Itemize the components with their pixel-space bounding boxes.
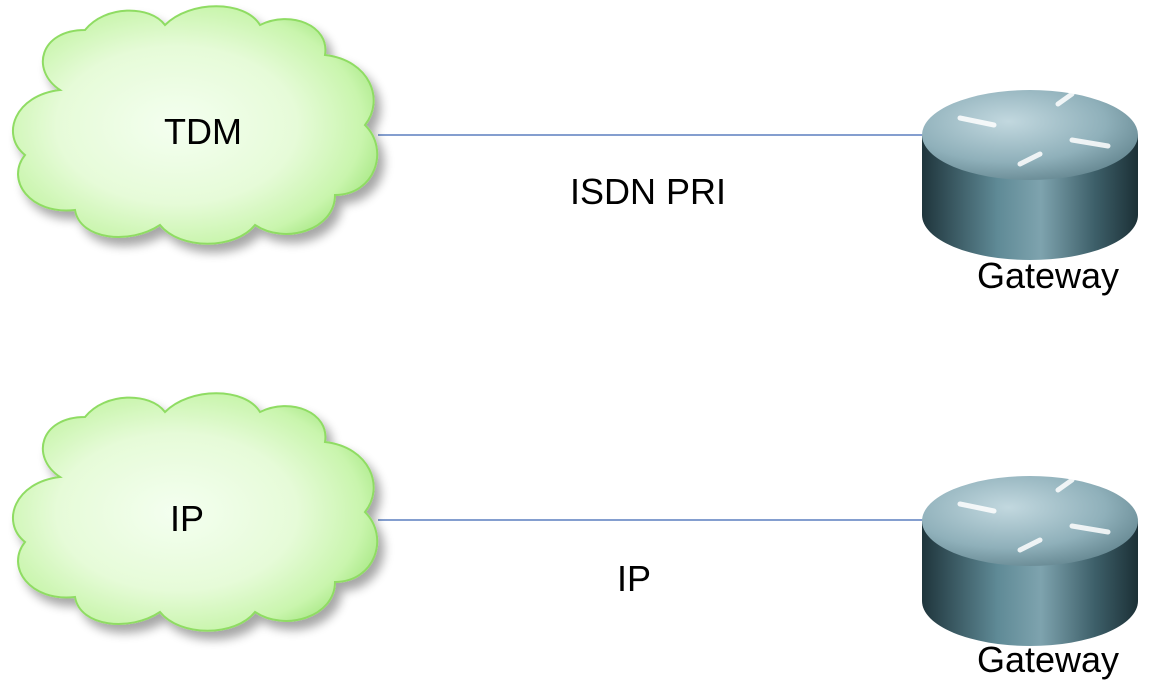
- network-label-tdm: TDM: [164, 111, 242, 152]
- link-label-isdn-pri: ISDN PRI: [570, 171, 726, 212]
- device-label-gateway: Gateway: [977, 639, 1119, 680]
- cloud-icon: [12, 392, 379, 632]
- router-icon: [922, 90, 1138, 260]
- device-label-gateway: Gateway: [977, 255, 1119, 296]
- cloud-icon: [12, 5, 379, 245]
- link-label-ip: IP: [617, 558, 651, 599]
- row-ip: IP IP Gateway: [12, 392, 1138, 680]
- row-tdm: TDM ISDN PRI Gateway: [12, 5, 1138, 296]
- network-label-ip: IP: [170, 498, 204, 539]
- router-icon: [922, 476, 1138, 646]
